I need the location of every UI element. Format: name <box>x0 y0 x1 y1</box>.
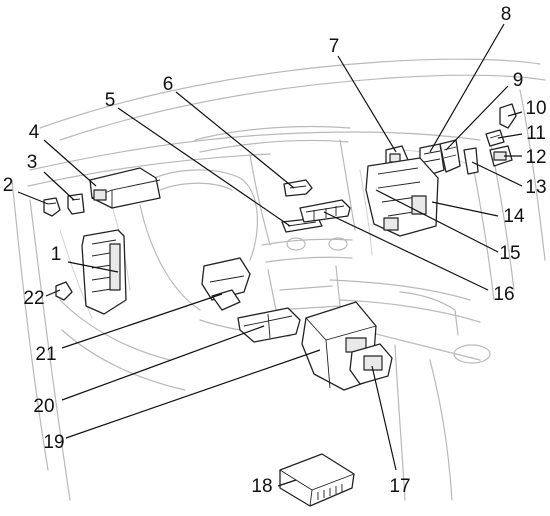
callout-5: 5 <box>105 90 116 111</box>
leader-17 <box>372 366 396 470</box>
leader-19 <box>66 350 320 438</box>
component-13 <box>464 148 478 174</box>
component-18 <box>280 454 354 506</box>
leader-7 <box>338 56 396 152</box>
callout-3: 3 <box>27 152 38 173</box>
leader-14 <box>432 202 498 216</box>
callout-15: 15 <box>499 243 520 264</box>
leader-20 <box>62 326 264 400</box>
callout-13: 13 <box>525 177 546 198</box>
component-2 <box>44 198 60 216</box>
callout-22: 22 <box>23 288 44 309</box>
callout-11: 11 <box>526 123 546 144</box>
component-1 <box>82 230 126 314</box>
component-20 <box>238 308 300 342</box>
callout-2: 2 <box>3 175 14 196</box>
callout-16: 16 <box>493 284 514 305</box>
leader-6 <box>176 92 294 188</box>
callout-12: 12 <box>525 147 546 168</box>
callout-21: 21 <box>35 344 56 365</box>
component-21 <box>202 258 250 310</box>
callout-20: 20 <box>33 396 54 417</box>
callout-1: 1 <box>51 244 62 265</box>
callout-18: 18 <box>251 476 272 497</box>
components <box>44 104 516 506</box>
callout-7: 7 <box>329 36 340 57</box>
component-4 <box>90 168 160 208</box>
callout-19: 19 <box>43 432 64 453</box>
callout-6: 6 <box>163 74 174 95</box>
component-6 <box>284 180 312 196</box>
callout-10: 10 <box>525 98 546 119</box>
component-16 <box>300 200 350 222</box>
callout-9: 9 <box>513 70 524 91</box>
leader-5 <box>118 108 290 226</box>
leader-2 <box>18 192 48 204</box>
callout-8: 8 <box>501 4 512 25</box>
leader-3 <box>44 172 74 200</box>
component-14 <box>366 158 438 236</box>
callout-4: 4 <box>29 122 40 143</box>
callout-17: 17 <box>389 476 410 497</box>
callout-14: 14 <box>503 206 525 227</box>
